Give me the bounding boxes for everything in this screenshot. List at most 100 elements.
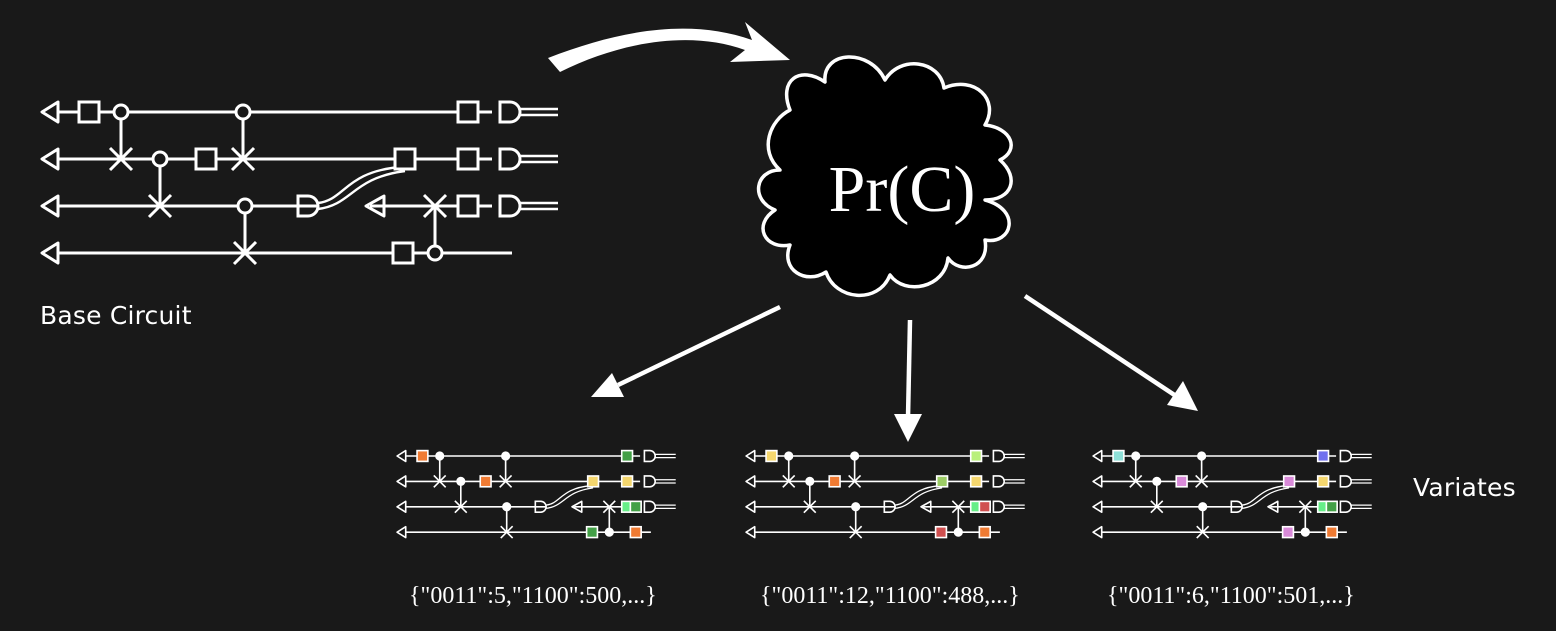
target-cross-icon	[108, 146, 134, 172]
control-dot-icon	[851, 502, 861, 512]
gate-box-icon	[978, 500, 991, 513]
control-dot-icon	[1197, 451, 1207, 461]
gate-box-icon	[456, 100, 480, 124]
target-cross-icon	[803, 500, 817, 514]
control-dot-icon	[112, 103, 130, 121]
target-cross-icon	[230, 146, 256, 172]
target-cross-icon	[422, 193, 448, 219]
base-circuit-label: Base Circuit	[40, 301, 192, 330]
target-cross-icon	[433, 474, 447, 488]
gate-box-icon	[456, 194, 480, 218]
target-cross-icon	[602, 500, 616, 514]
variate-circuit-2	[745, 449, 1025, 539]
input-triangle-icon	[40, 194, 60, 218]
gate-box-icon	[194, 147, 218, 171]
target-cross-icon	[951, 500, 965, 514]
control-dot-icon	[1198, 502, 1208, 512]
cloud-label: Pr(C)	[829, 153, 976, 226]
gate-box-icon	[1316, 475, 1330, 488]
input-triangle-icon	[396, 475, 407, 488]
measure-icon	[498, 147, 522, 171]
gate-box-icon	[77, 100, 101, 124]
control-dot-icon	[1152, 476, 1162, 486]
input-triangle-icon	[745, 475, 756, 488]
gate-box-icon	[969, 449, 983, 463]
input-triangle-icon	[745, 500, 756, 513]
control-dot-icon	[1131, 451, 1141, 461]
gate-box-icon	[935, 475, 949, 488]
input-triangle-icon	[396, 525, 407, 539]
input-triangle-icon	[1092, 525, 1103, 539]
gate-box-icon	[456, 147, 480, 171]
control-dot-icon	[151, 150, 169, 168]
measure-icon	[883, 500, 896, 513]
reset-triangle-icon	[1267, 500, 1279, 513]
gate-box-icon	[585, 525, 599, 539]
gate-box-icon	[391, 241, 415, 265]
variates-label: Variates	[1413, 473, 1516, 502]
arrow-to-variate-2	[894, 319, 922, 442]
control-dot-icon	[236, 197, 254, 215]
measure-icon	[643, 475, 656, 488]
gate-box-icon	[969, 475, 983, 488]
reset-triangle-icon	[571, 500, 583, 513]
curved-arrow	[548, 22, 790, 72]
target-cross-icon	[232, 240, 258, 266]
input-triangle-icon	[745, 525, 756, 539]
measure-icon	[643, 500, 656, 513]
classical-wire	[546, 487, 594, 510]
gate-box-icon	[1325, 500, 1338, 513]
classical-wire	[895, 487, 943, 510]
measure-icon	[1339, 475, 1352, 488]
target-cross-icon	[1195, 474, 1209, 488]
variate-circuit-3	[1092, 449, 1372, 539]
measure-icon	[992, 475, 1005, 488]
gate-box-icon	[586, 475, 600, 488]
control-dot-icon	[604, 527, 614, 537]
gate-box-icon	[1175, 475, 1188, 488]
measure-icon	[1339, 449, 1352, 463]
gate-box-icon	[828, 475, 841, 488]
input-triangle-icon	[40, 241, 60, 265]
gate-box-icon	[479, 475, 492, 488]
input-triangle-icon	[1092, 500, 1103, 513]
base-circuit-diagram	[40, 100, 558, 266]
target-cross-icon	[147, 193, 173, 219]
measure-icon	[534, 500, 547, 513]
measure-icon	[1339, 500, 1352, 513]
variate-circuit-1	[396, 449, 676, 539]
arrow-to-variate-3	[1023, 294, 1198, 411]
input-triangle-icon	[745, 449, 756, 463]
gate-box-icon	[629, 525, 642, 539]
target-cross-icon	[849, 525, 863, 539]
input-triangle-icon	[1092, 449, 1103, 463]
classical-wire	[546, 485, 591, 506]
gate-box-icon	[765, 449, 778, 463]
classical-wire	[1242, 487, 1290, 510]
classical-wire	[1242, 485, 1287, 506]
input-triangle-icon	[40, 100, 60, 124]
arrow-to-variate-1	[591, 304, 781, 397]
measure-icon	[296, 194, 320, 218]
control-dot-icon	[426, 244, 444, 262]
measure-icon	[992, 500, 1005, 513]
control-dot-icon	[435, 451, 445, 461]
measure-icon	[643, 449, 656, 463]
gate-box-icon	[416, 449, 429, 463]
target-cross-icon	[848, 474, 862, 488]
target-cross-icon	[454, 500, 468, 514]
control-dot-icon	[456, 476, 466, 486]
target-cross-icon	[1298, 500, 1312, 514]
reset-triangle-icon	[920, 500, 932, 513]
gate-box-icon	[393, 147, 417, 171]
variate-1-counts: {"0011":5,"1100":500,...}	[409, 583, 657, 609]
input-triangle-icon	[40, 147, 60, 171]
gate-box-icon	[1325, 525, 1338, 539]
gate-box-icon	[629, 500, 642, 513]
classical-wire	[317, 165, 401, 205]
measure-icon	[1230, 500, 1243, 513]
gate-box-icon	[1316, 449, 1330, 463]
gate-box-icon	[1281, 525, 1295, 539]
input-triangle-icon	[1092, 475, 1103, 488]
control-dot-icon	[805, 476, 815, 486]
